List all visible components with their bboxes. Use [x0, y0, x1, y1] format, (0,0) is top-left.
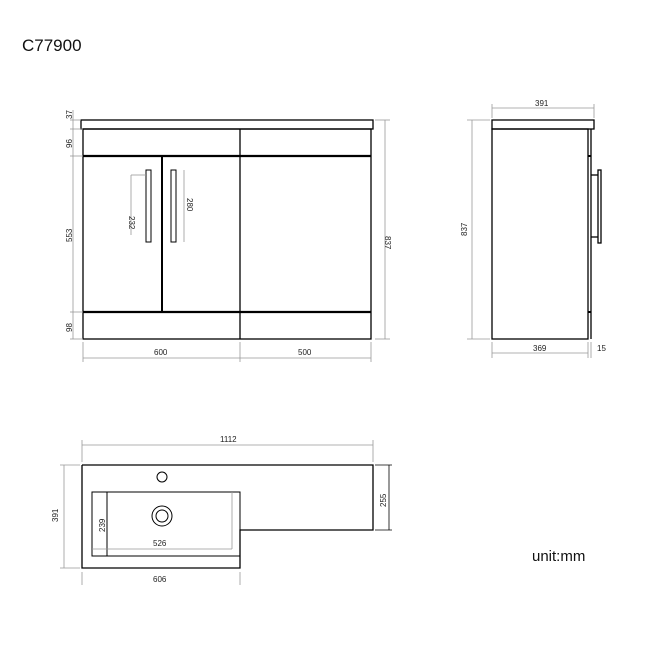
dim-handle-offset: 232: [127, 216, 136, 230]
dim-left-width: 600: [154, 348, 168, 357]
dim-basin-depth: 239: [98, 518, 107, 532]
side-dim-labels: 391 837 369 15: [460, 99, 606, 353]
drain-outer: [151, 505, 173, 527]
dim-handle-length: 280: [185, 198, 194, 212]
side-handle: [597, 169, 602, 244]
dim-door-height: 553: [65, 228, 74, 242]
dim-side-height: 837: [460, 222, 469, 236]
tap-hole: [156, 471, 168, 483]
dim-side-depth: 391: [535, 99, 549, 108]
dim-door-thickness: 15: [597, 344, 606, 353]
front-view: [80, 119, 374, 340]
dim-right-width: 500: [298, 348, 312, 357]
product-code: C77900: [22, 36, 82, 55]
dim-top-band: 96: [65, 139, 74, 148]
dim-total-height: 837: [383, 236, 392, 250]
dim-plinth: 98: [65, 323, 74, 332]
side-dimensions: [467, 104, 595, 358]
dim-top-left-width: 606: [153, 575, 167, 584]
front-dimensions: [70, 110, 390, 362]
unit-label: unit:mm: [532, 548, 586, 565]
top-dim-labels: 1112 391 255 526 239 606: [51, 435, 388, 584]
front-dim-labels: 37 96 553 98 232 280 837 600 500: [65, 110, 392, 357]
handle-right: [170, 169, 177, 243]
side-view: [491, 119, 602, 340]
drain-inner: [155, 509, 169, 523]
top-view: [81, 464, 374, 569]
dim-right-depth: 255: [379, 493, 388, 507]
dim-basin-width: 526: [153, 539, 167, 548]
dim-body-depth: 369: [533, 344, 547, 353]
top-dimensions: [60, 440, 392, 585]
handle-left: [145, 169, 152, 243]
dim-top-depth: 391: [51, 508, 60, 522]
dim-total-width: 1112: [220, 435, 237, 444]
dim-worktop-thickness: 37: [65, 110, 74, 119]
